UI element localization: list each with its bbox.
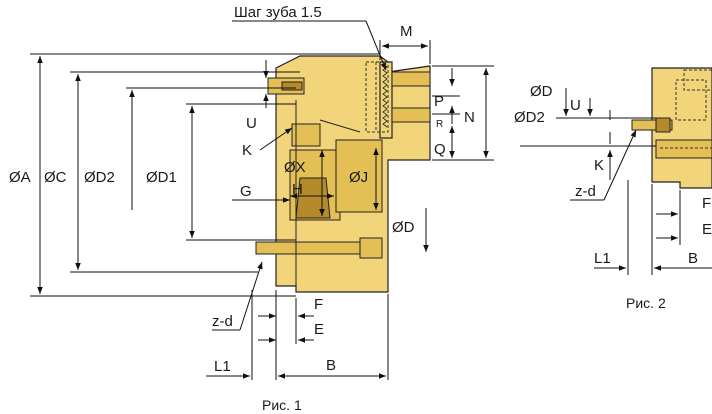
figure-2: ØD U ØD2 K z-d F E L1 B Рис. 2 [514, 67, 712, 311]
dimension-lines-fig1 [30, 20, 494, 380]
label-f: F [314, 296, 323, 313]
label-e: E [314, 321, 324, 338]
label-h: H [292, 181, 303, 198]
fig2-label-l1: L1 [594, 250, 611, 267]
fig2-label-z-d: z-d [575, 183, 596, 200]
label-dia-d2: ØD2 [84, 169, 115, 186]
label-b: B [326, 357, 336, 374]
labels-fig2: ØD U ØD2 K z-d F E L1 B Рис. 2 [514, 83, 712, 311]
label-dia-d: ØD [392, 219, 415, 236]
label-k: K [242, 142, 252, 159]
fig2-label-u: U [570, 97, 581, 114]
fig2-label-b: B [688, 250, 698, 267]
label-dia-c: ØC [44, 169, 67, 186]
label-dia-a: ØA [9, 169, 31, 186]
chuck-body-fig1 [255, 55, 431, 293]
label-dia-x: ØX [284, 159, 306, 176]
label-n: N [464, 109, 475, 126]
label-p: P [434, 93, 444, 110]
labels-fig1: Шаг зуба 1.5 ØA ØC ØD2 ØD1 U K G ØX H ØJ… [9, 4, 475, 413]
chuck-body-fig2 [631, 67, 712, 189]
fig2-label-e: E [702, 221, 712, 238]
label-tooth-pitch: Шаг зуба 1.5 [234, 4, 322, 21]
label-l1: L1 [214, 358, 231, 375]
caption-fig2: Рис. 2 [626, 295, 666, 311]
dimension-lines-fig2 [520, 88, 712, 275]
label-q: Q [434, 141, 446, 158]
fig2-label-dia-d: ØD [530, 83, 553, 100]
label-dia-j: ØJ [349, 169, 368, 186]
label-g: G [240, 183, 252, 200]
label-m: M [400, 23, 413, 40]
fig2-label-k: K [594, 157, 604, 174]
caption-fig1: Рис. 1 [262, 397, 302, 413]
label-z-d: z-d [212, 313, 233, 330]
label-u: U [246, 115, 257, 132]
label-dia-d1: ØD1 [146, 169, 177, 186]
fig2-label-dia-d2: ØD2 [514, 109, 545, 126]
fig2-label-f: F [702, 195, 711, 212]
figure-1: Шаг зуба 1.5 ØA ØC ØD2 ØD1 U K G ØX H ØJ… [9, 4, 494, 413]
label-r: R [436, 119, 443, 130]
